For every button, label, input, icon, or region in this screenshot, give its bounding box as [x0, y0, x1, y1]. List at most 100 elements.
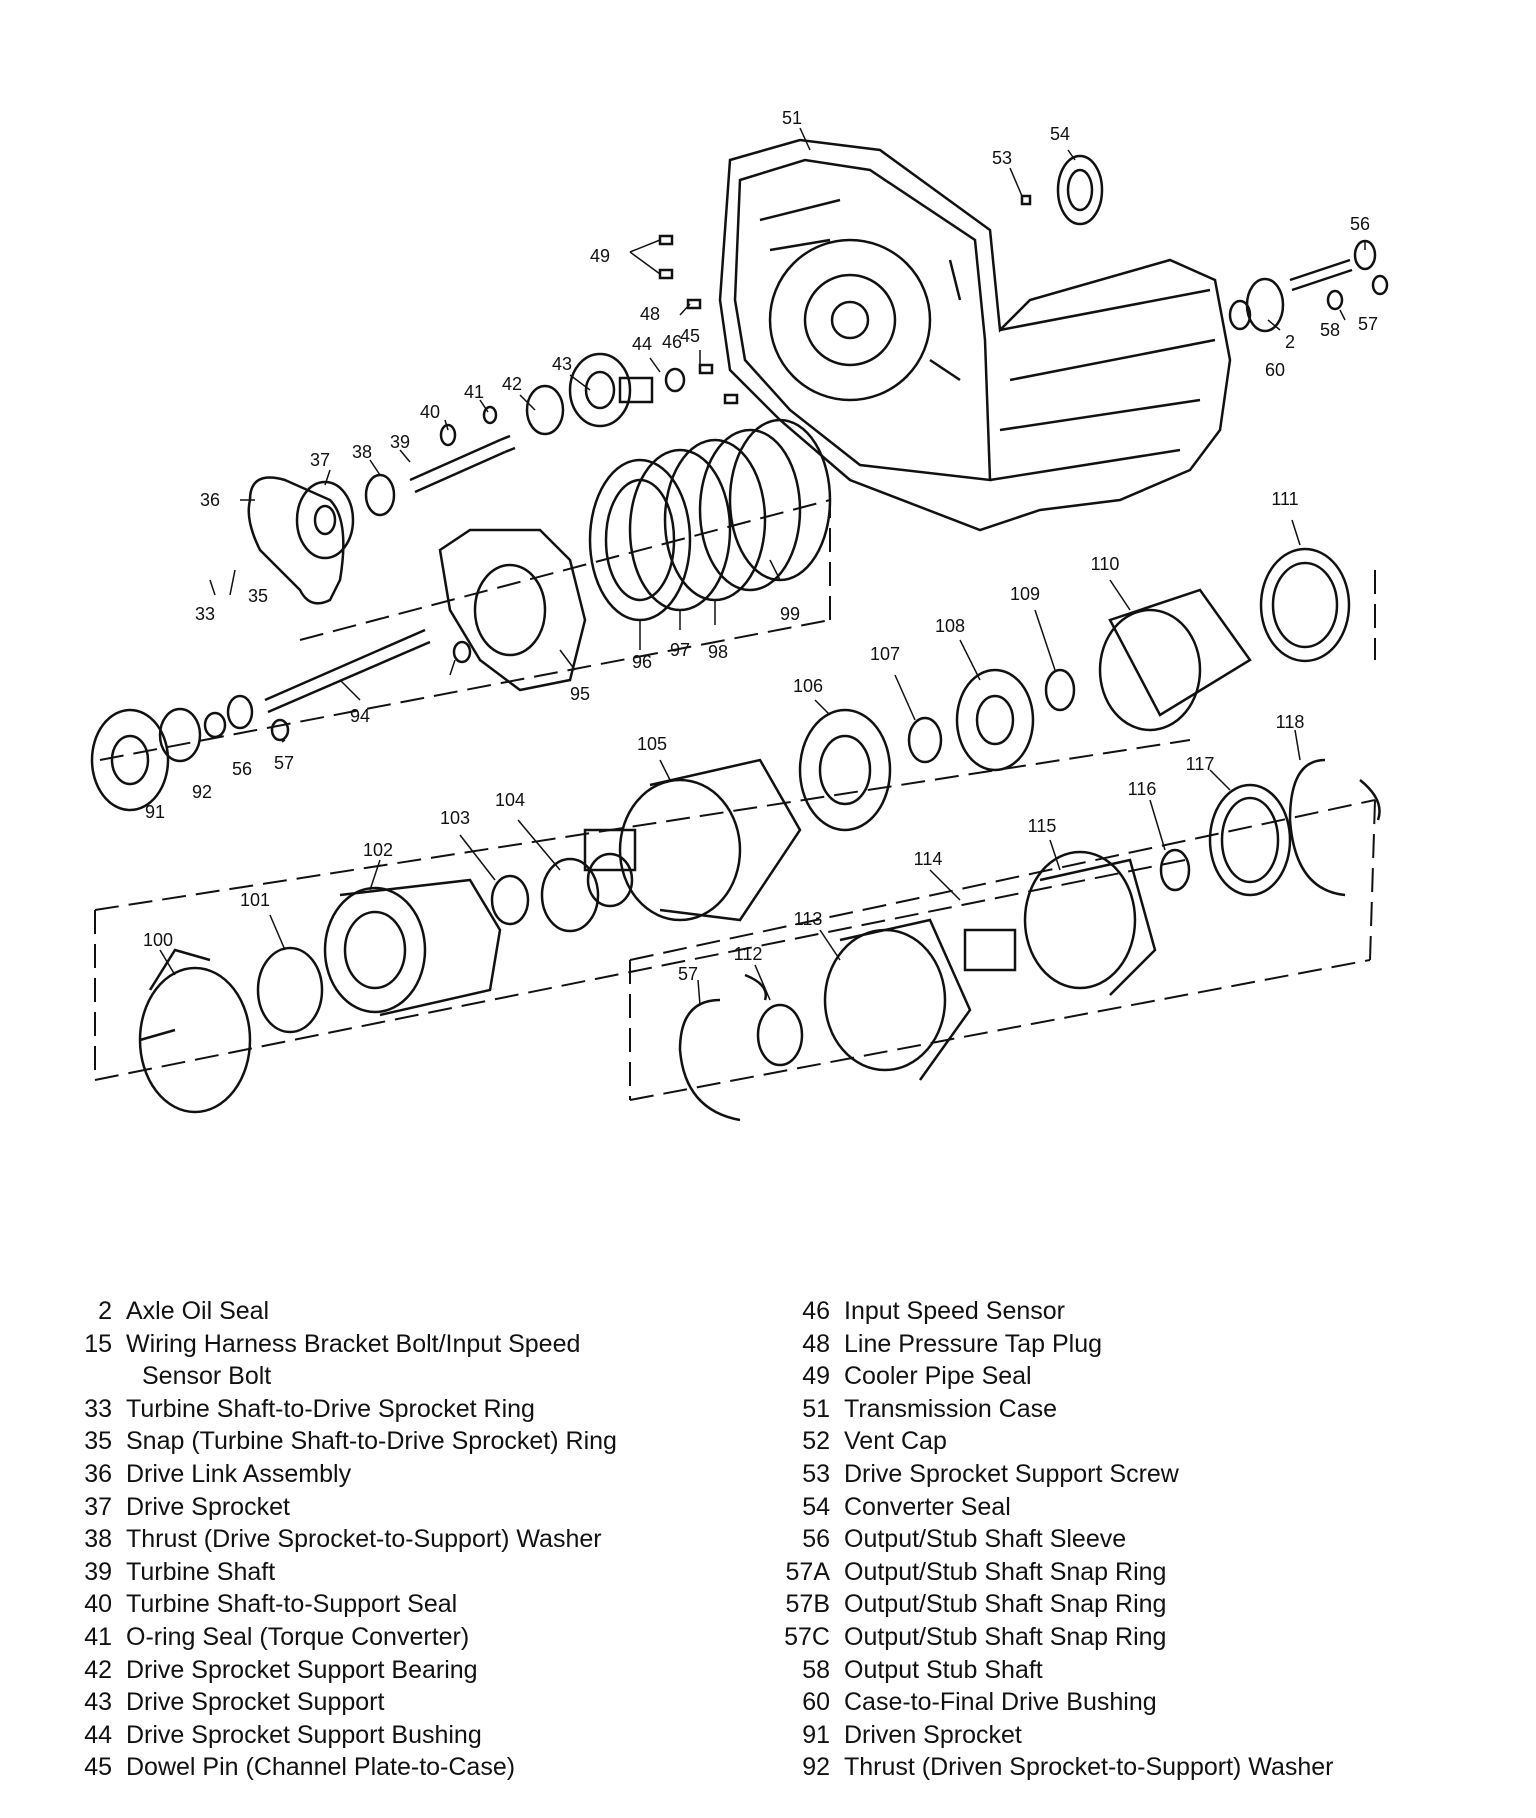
- legend-number: 57A: [785, 1557, 830, 1586]
- callout-label: 58: [1320, 320, 1340, 340]
- legend-description: Line Pressure Tap Plug: [844, 1329, 1103, 1358]
- output-stub-parts: [1056, 154, 1389, 333]
- driven-sprocket: [90, 707, 290, 812]
- callout-label: 111: [1271, 489, 1298, 509]
- legend-row: 44 Drive Sprocket Support Bushing: [52, 1719, 752, 1752]
- callout-label: 38: [352, 442, 372, 462]
- legend-description: Cooler Pipe Seal: [844, 1362, 1032, 1391]
- callout-label: 2: [1285, 332, 1295, 352]
- callout-label: 49: [590, 246, 610, 266]
- callout-label: 105: [637, 734, 667, 754]
- planetary-parts-upper: [798, 547, 1351, 832]
- legend-description: Drive Sprocket Support: [126, 1688, 385, 1717]
- legend-number: 40: [84, 1590, 112, 1619]
- callout-label: 33: [195, 604, 215, 624]
- callout-label: 100: [143, 930, 173, 950]
- legend-number: 42: [84, 1655, 112, 1684]
- callout-label: 102: [363, 840, 393, 860]
- legend-description: Vent Cap: [844, 1427, 947, 1456]
- legend-row: 38 Thrust (Drive Sprocket-to-Support) Was…: [52, 1523, 752, 1556]
- legend-number: 37: [84, 1492, 112, 1521]
- callout-label: 104: [495, 790, 525, 810]
- legend-number: 60: [802, 1688, 830, 1717]
- legend-description: Turbine Shaft-to-Support Seal: [126, 1590, 458, 1619]
- legend-row: 52 Vent Cap: [770, 1425, 1510, 1458]
- legend-description: Drive Sprocket: [126, 1492, 290, 1521]
- legend-number: 33: [84, 1394, 112, 1423]
- callout-label: 97: [670, 640, 690, 660]
- legend-description: Output/Stub Shaft Sleeve: [844, 1525, 1127, 1554]
- callout-label: 48: [640, 304, 660, 324]
- callout-label: 57: [678, 964, 698, 984]
- legend-number: 35: [84, 1427, 112, 1456]
- legend-row: 37 Drive Sprocket: [52, 1491, 752, 1524]
- small-fasteners: [658, 194, 1032, 405]
- legend-number: 46: [802, 1297, 830, 1325]
- callout-label: 94: [350, 706, 370, 726]
- legend-description-continued: Sensor Bolt: [142, 1362, 272, 1391]
- callout-label: 109: [1010, 584, 1040, 604]
- drive-link-assembly: [247, 473, 396, 605]
- callout-label: 57: [274, 753, 294, 773]
- legend-number: 43: [84, 1688, 112, 1717]
- legend-description: Dowel Pin (Channel Plate-to-Case): [126, 1753, 516, 1782]
- reaction-ring-parts: [323, 857, 600, 1017]
- legend-number: 48: [802, 1329, 830, 1358]
- callout-label: 39: [390, 432, 410, 452]
- legend-number: 91: [802, 1720, 830, 1749]
- callout-label: 98: [708, 642, 728, 662]
- legend-number: 38: [84, 1525, 112, 1554]
- legend-number: 52: [802, 1427, 830, 1456]
- legend-number: 56: [802, 1525, 830, 1554]
- callout-label: 116: [1128, 779, 1157, 799]
- callout-label: 114: [914, 849, 943, 869]
- legend-row: 57C Output/Stub Shaft Snap Ring: [770, 1621, 1510, 1654]
- drive-sprocket-support-parts: [525, 352, 686, 436]
- legend-description: Thrust (Drive Sprocket-to-Support) Washe…: [126, 1525, 602, 1554]
- drive-sprocket-support-housing: [438, 528, 587, 692]
- legend-number: 53: [802, 1459, 830, 1488]
- callout-label: 106: [793, 676, 823, 696]
- callout-label: 36: [200, 490, 220, 510]
- legend-row: 57B Output/Stub Shaft Snap Ring: [770, 1588, 1510, 1621]
- planetary-carrier: [583, 758, 802, 922]
- legend-description: Drive Sprocket Support Bushing: [126, 1720, 482, 1749]
- callout-label: 43: [552, 354, 572, 374]
- legend-description: Snap (Turbine Shaft-to-Drive Sprocket) R…: [126, 1427, 617, 1456]
- callout-label: 51: [782, 108, 802, 128]
- callout-label: 53: [992, 148, 1012, 168]
- legend-description: Output/Stub Shaft Snap Ring: [844, 1622, 1167, 1651]
- legend-number: 57C: [784, 1622, 830, 1651]
- legend-number: 39: [84, 1557, 112, 1586]
- legend-number: 2: [98, 1297, 112, 1325]
- legend-description: O-ring Seal (Torque Converter): [126, 1622, 470, 1651]
- legend-number: 58: [802, 1655, 830, 1684]
- callout-label: 112: [734, 944, 763, 964]
- legend-description: Wiring Harness Bracket Bolt/Input Speed: [126, 1329, 581, 1358]
- callout-label: 46: [662, 332, 682, 352]
- legend-number: 44: [84, 1720, 112, 1749]
- legend-description: Output/Stub Shaft Snap Ring: [844, 1590, 1167, 1619]
- legend-number: 57B: [785, 1590, 830, 1619]
- legend-number: 92: [802, 1753, 830, 1782]
- callout-label: 57: [1358, 314, 1378, 334]
- callout-label: 108: [935, 616, 965, 636]
- legend-description: Turbine Shaft-to-Drive Sprocket Ring: [126, 1394, 535, 1423]
- transmission-case: [718, 138, 1232, 532]
- legend-description: Case-to-Final Drive Bushing: [844, 1688, 1157, 1717]
- callout-label: 60: [1265, 360, 1285, 380]
- leader-lines: [159, 127, 1366, 1006]
- callout-label: 113: [794, 909, 823, 929]
